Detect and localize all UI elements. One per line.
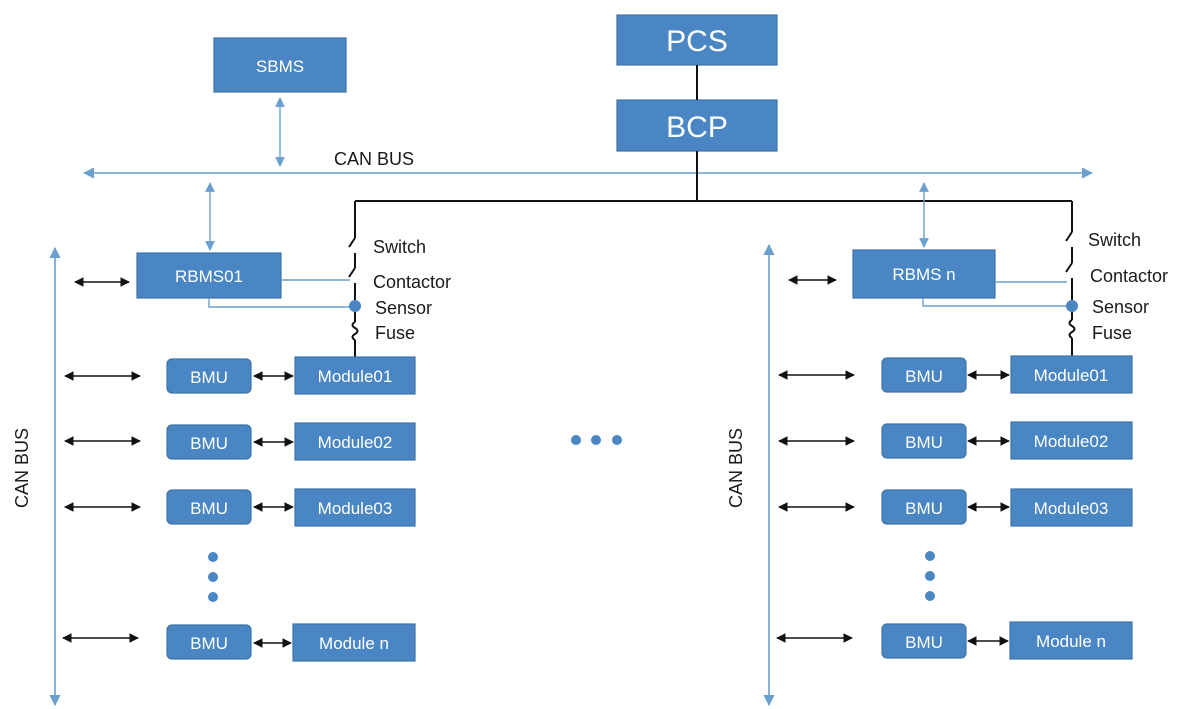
bmu-label: BMU bbox=[905, 633, 943, 652]
rack1-row-2: BMU Module02 bbox=[64, 422, 416, 461]
rackn-fuse-label: Fuse bbox=[1092, 323, 1132, 343]
bmu-box bbox=[166, 424, 252, 460]
rackn-row-n: BMU Module n bbox=[776, 621, 1133, 660]
rackn-can-bus-label: CAN BUS bbox=[726, 428, 746, 508]
module-label: Module02 bbox=[318, 433, 393, 452]
bmu-label: BMU bbox=[905, 433, 943, 452]
rack1-row-3: BMU Module03 bbox=[64, 488, 416, 527]
sbms-label: SBMS bbox=[256, 57, 304, 76]
rackn-row-1: BMU Module01 bbox=[778, 355, 1133, 394]
bcp-box: BCP bbox=[616, 99, 778, 152]
module-box bbox=[1009, 621, 1133, 660]
bmu-box bbox=[881, 623, 967, 659]
bcp-label: BCP bbox=[666, 111, 728, 144]
module-box bbox=[1010, 488, 1133, 527]
pcs-box: PCS bbox=[616, 14, 778, 66]
bmu-label: BMU bbox=[190, 368, 228, 387]
rack1-row-1: BMU Module01 bbox=[64, 356, 416, 395]
rackn-sensor-label: Sensor bbox=[1092, 297, 1149, 317]
power-distribution-line bbox=[354, 151, 1073, 238]
module-label: Module03 bbox=[1034, 499, 1109, 518]
rack-n: CAN BUS RBMS n Switch Contactor Sensor F… bbox=[726, 230, 1168, 707]
bmu-label: BMU bbox=[905, 367, 943, 386]
rack-1: CAN BUS RBMS01 Switch Contactor Sensor F… bbox=[12, 237, 451, 707]
rbms01-label: RBMS01 bbox=[175, 267, 243, 286]
module-label: Module03 bbox=[318, 499, 393, 518]
rack1-switchgear bbox=[208, 237, 361, 357]
rackn-row-2: BMU Module02 bbox=[778, 421, 1133, 460]
pcs-label: PCS bbox=[666, 25, 728, 58]
bmu-box bbox=[166, 358, 252, 394]
module-label: Module01 bbox=[1034, 366, 1109, 385]
module-label: Module02 bbox=[1034, 432, 1109, 451]
bmu-label: BMU bbox=[190, 634, 228, 653]
rackn-ellipsis bbox=[925, 551, 935, 601]
rack1-ellipsis bbox=[208, 552, 218, 602]
rackn-switchgear bbox=[922, 231, 1078, 356]
rackn-row-3: BMU Module03 bbox=[778, 488, 1133, 527]
racks-ellipsis bbox=[571, 435, 622, 445]
module-box bbox=[1010, 421, 1133, 460]
bmu-label: BMU bbox=[190, 434, 228, 453]
rack1-row-n: BMU Module n bbox=[62, 623, 416, 662]
rack1-fuse-label: Fuse bbox=[375, 323, 415, 343]
bmu-label: BMU bbox=[190, 499, 228, 518]
rbms01-box: RBMS01 bbox=[136, 252, 282, 299]
rack1-switch-label: Switch bbox=[373, 237, 426, 257]
bmu-box bbox=[166, 489, 252, 525]
module-label: Module n bbox=[319, 634, 389, 653]
rbmsn-label: RBMS n bbox=[892, 265, 955, 284]
module-box bbox=[1010, 355, 1133, 394]
bmu-box bbox=[881, 423, 967, 459]
rack1-sensor-label: Sensor bbox=[375, 298, 432, 318]
bmu-box bbox=[166, 624, 252, 660]
rackn-switch-label: Switch bbox=[1088, 230, 1141, 250]
bmu-label: BMU bbox=[905, 499, 943, 518]
module-label: Module01 bbox=[318, 367, 393, 386]
module-box bbox=[294, 356, 416, 395]
rbmsn-box: RBMS n bbox=[852, 249, 996, 299]
sbms-box: SBMS bbox=[213, 37, 347, 93]
module-label: Module n bbox=[1036, 632, 1106, 651]
module-box bbox=[294, 488, 416, 527]
main-can-bus-label: CAN BUS bbox=[334, 149, 414, 169]
module-box bbox=[294, 422, 416, 461]
rackn-contactor-label: Contactor bbox=[1090, 266, 1168, 286]
bmu-box bbox=[881, 357, 967, 393]
rack1-can-bus-label: CAN BUS bbox=[12, 428, 32, 508]
rack1-contactor-label: Contactor bbox=[373, 272, 451, 292]
bmu-box bbox=[881, 489, 967, 525]
module-box bbox=[292, 623, 416, 662]
